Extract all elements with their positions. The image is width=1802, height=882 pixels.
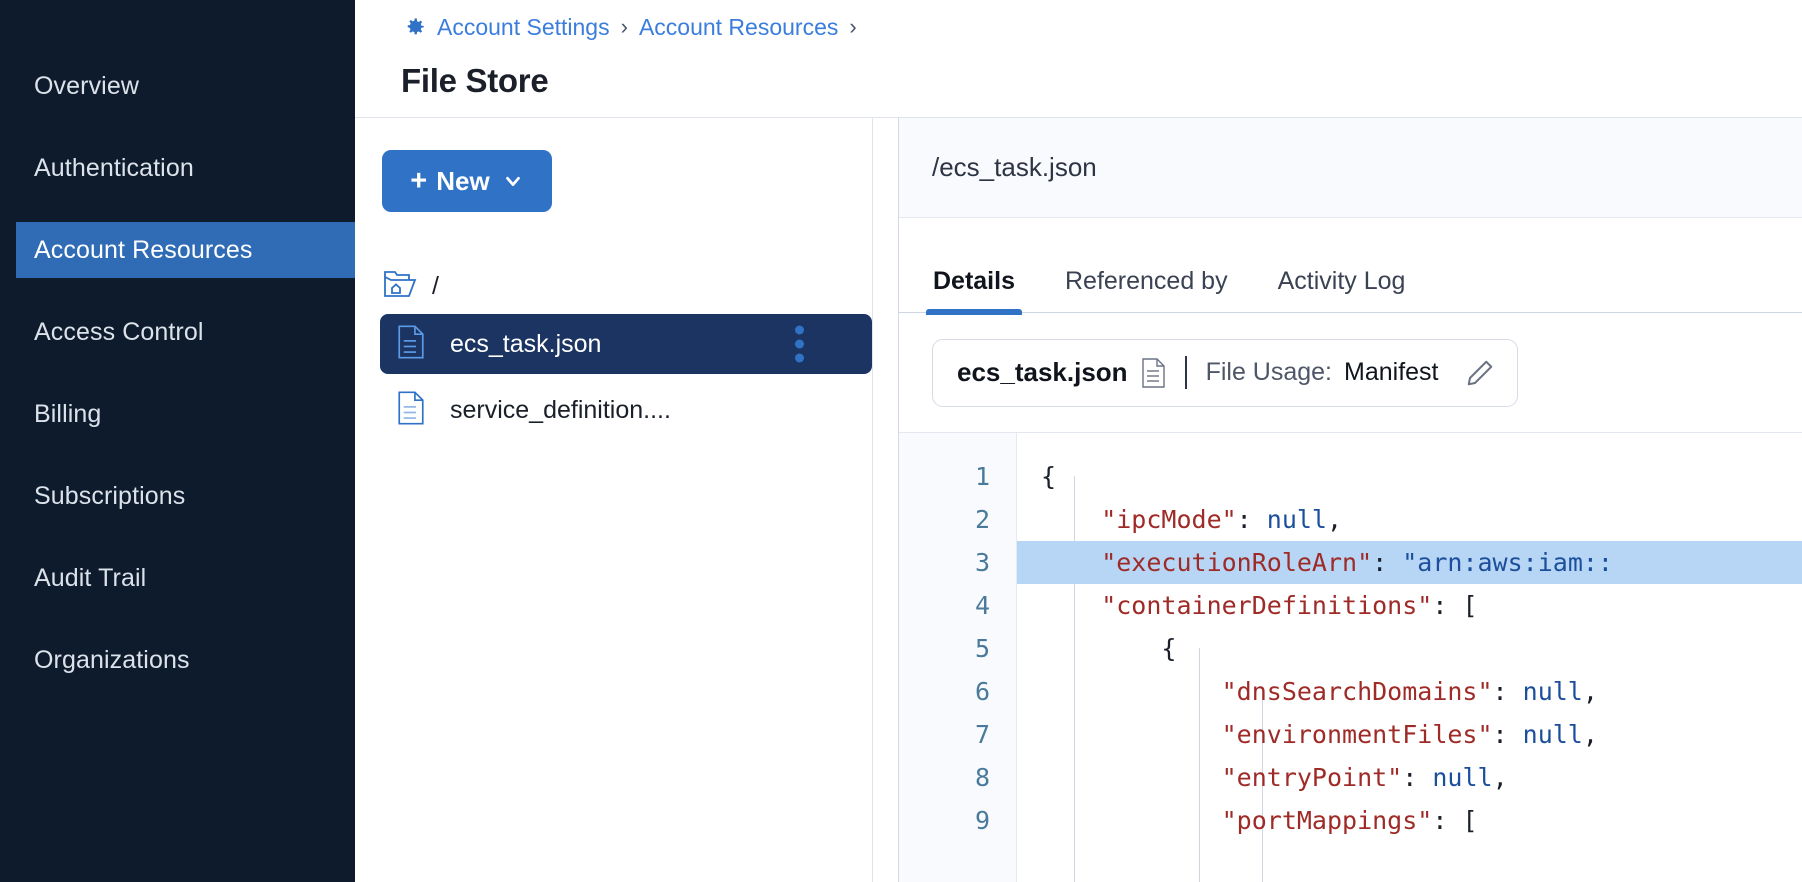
code-line[interactable]: "containerDefinitions": [ — [1017, 584, 1802, 627]
line-number: 4 — [974, 591, 990, 620]
content-row: + New — [355, 118, 1802, 882]
file-detail-pane: /ecs_task.json Details Referenced by Activ… — [898, 118, 1802, 882]
line-number: 5 — [974, 634, 990, 663]
code-token: "entryPoint" — [1041, 763, 1403, 792]
new-button[interactable]: + New — [382, 150, 552, 212]
line-number: 1 — [974, 462, 990, 491]
code-token: , — [1582, 720, 1598, 749]
code-token: { — [1041, 634, 1177, 663]
detail-tabs: Details Referenced by Activity Log — [899, 218, 1802, 315]
file-tree-pane: + New — [355, 118, 873, 882]
gear-icon — [401, 14, 427, 40]
file-usage-value: Manifest — [1344, 358, 1439, 386]
file-tree: / ecs_task.json service_definition.... — [355, 264, 872, 440]
code-line[interactable]: { — [1017, 627, 1802, 670]
code-token: "dnsSearchDomains" — [1041, 677, 1493, 706]
breadcrumb-separator-trailing: › — [849, 14, 857, 39]
code-token: "portMappings" — [1041, 806, 1433, 835]
main-area: Account Settings › Account Resources › F… — [355, 0, 1802, 882]
code-token: , — [1582, 677, 1598, 706]
sidebar-item-subscriptions[interactable]: Subscriptions — [34, 481, 186, 510]
line-number: 9 — [974, 806, 990, 835]
line-number: 8 — [974, 763, 990, 792]
breadcrumb: Account Settings › Account Resources › — [401, 6, 1802, 48]
home-folder-icon — [383, 269, 417, 304]
sidebar-item-billing[interactable]: Billing — [34, 399, 102, 428]
indent-guide-1 — [1074, 476, 1075, 882]
code-token: { — [1041, 462, 1057, 491]
sidebar-item-account-resources[interactable]: Account Resources — [16, 222, 355, 278]
code-line[interactable]: "environmentFiles": null, — [1017, 713, 1802, 756]
new-button-label: New — [436, 165, 490, 196]
line-number-gutter: 1 2 3 4 5 6 7 8 9 — [899, 433, 1017, 882]
pencil-icon[interactable] — [1465, 358, 1495, 388]
code-token: "containerDefinitions" — [1041, 591, 1433, 620]
code-line[interactable]: { — [1017, 455, 1802, 498]
line-number: 3 — [974, 548, 990, 577]
sidebar-item-authentication[interactable]: Authentication — [34, 153, 194, 182]
breadcrumb-item-account-resources[interactable]: Account Resources — [638, 13, 839, 40]
info-file-name: ecs_task.json — [957, 357, 1128, 387]
line-number: 7 — [974, 720, 990, 749]
breadcrumb-item-account-settings[interactable]: Account Settings — [437, 13, 610, 40]
file-info-card: ecs_task.json File Usage: Manifest — [932, 338, 1518, 407]
code-line[interactable]: "entryPoint": null, — [1017, 756, 1802, 799]
code-token: null — [1522, 720, 1583, 749]
document-icon — [1141, 357, 1166, 388]
code-token: "executionRoleArn" — [1041, 548, 1373, 577]
code-token: "ipcMode" — [1041, 505, 1237, 534]
code-token: "environmentFiles" — [1041, 720, 1493, 749]
code-token: null — [1522, 677, 1583, 706]
tree-root-folder[interactable]: / — [355, 264, 872, 308]
code-token: , — [1492, 763, 1508, 792]
line-number: 6 — [974, 677, 990, 706]
code-token: : — [1372, 548, 1403, 577]
indent-guide-2 — [1199, 648, 1200, 882]
sidebar-item-overview[interactable]: Overview — [34, 71, 139, 100]
code-token: : — [1402, 763, 1433, 792]
page-title: File Store — [401, 62, 549, 99]
tree-root-label: / — [432, 271, 439, 300]
code-token: : — [1492, 677, 1523, 706]
code-token: : [ — [1432, 806, 1478, 835]
indent-guide-3 — [1262, 691, 1263, 882]
code-token: null — [1432, 763, 1493, 792]
file-name-label: service_definition.... — [450, 395, 671, 424]
line-number: 2 — [974, 505, 990, 534]
code-line[interactable]: "executionRoleArn": "arn:aws:iam:: — [1017, 541, 1802, 584]
file-icon — [397, 324, 425, 364]
code-token: , — [1327, 505, 1343, 534]
breadcrumb-separator: › — [620, 14, 628, 39]
tab-activity-log[interactable]: Activity Log — [1277, 267, 1406, 295]
code-token: : — [1236, 505, 1267, 534]
file-info-zone: ecs_task.json File Usage: Manifest — [899, 313, 1802, 433]
code-token: null — [1266, 505, 1327, 534]
page-header: Account Settings › Account Resources › F… — [355, 0, 1802, 118]
sidebar-item-access-control[interactable]: Access Control — [34, 317, 204, 346]
tab-details[interactable]: Details — [926, 267, 1022, 315]
file-row[interactable]: service_definition.... — [380, 380, 872, 440]
json-code-editor[interactable]: 1 2 3 4 5 6 7 8 9 { "ipcMode": null, "executionR… — [899, 433, 1802, 882]
kebab-menu-icon[interactable] — [795, 325, 804, 363]
tab-referenced-by[interactable]: Referenced by — [1064, 267, 1228, 295]
code-token: : [ — [1432, 591, 1478, 620]
code-line[interactable]: "portMappings": [ — [1017, 799, 1802, 842]
file-row[interactable]: ecs_task.json — [380, 314, 872, 374]
code-token: "arn:aws:iam:: — [1402, 548, 1613, 577]
sidebar-item-organizations[interactable]: Organizations — [34, 645, 190, 674]
chevron-down-icon — [502, 170, 524, 192]
code-line[interactable]: "dnsSearchDomains": null, — [1017, 670, 1802, 713]
plus-icon: + — [410, 164, 428, 197]
info-divider — [1184, 356, 1187, 389]
sidebar-item-audit-trail[interactable]: Audit Trail — [34, 563, 147, 592]
file-icon — [397, 390, 425, 430]
file-usage-label: File Usage: — [1205, 358, 1333, 386]
code-lines[interactable]: { "ipcMode": null, "executionRoleArn": "… — [1017, 433, 1802, 882]
code-line[interactable]: "ipcMode": null, — [1017, 498, 1802, 541]
file-path-bar: /ecs_task.json — [899, 118, 1802, 218]
file-name-label: ecs_task.json — [450, 329, 602, 358]
code-token: : — [1492, 720, 1523, 749]
